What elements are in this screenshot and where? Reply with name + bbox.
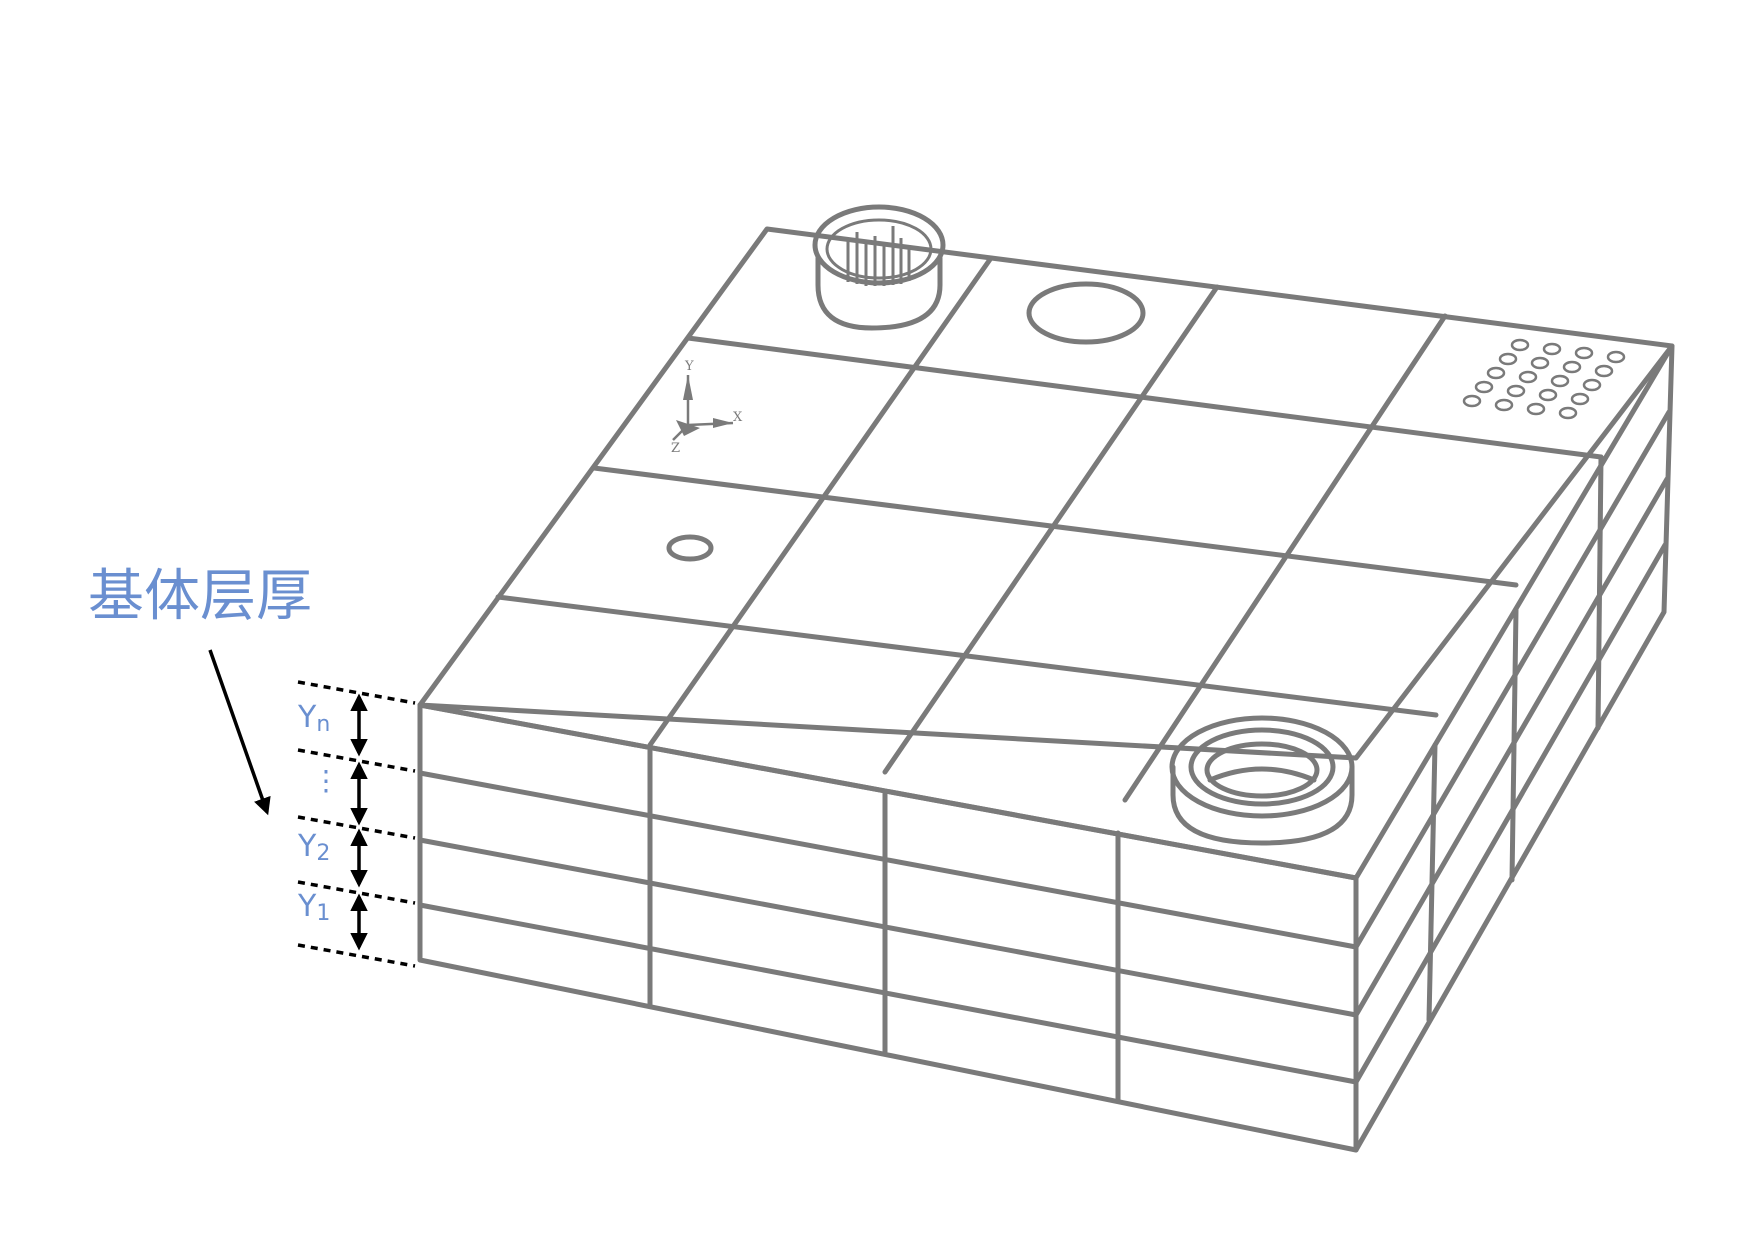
- top-face: [417, 226, 1675, 803]
- small-hole: [666, 534, 714, 562]
- layer-label-2: Y2: [297, 829, 330, 866]
- ring-boss: [1169, 715, 1355, 846]
- coordinate-triad-icon: Y X Z: [671, 359, 743, 456]
- right-face: [1353, 343, 1675, 1153]
- axis-label-y: Y: [684, 359, 694, 374]
- circular-port: [1026, 281, 1146, 345]
- layer-thickness-annotation: Yn ⋮ Y2 Y1 基体层厚: [88, 564, 416, 968]
- layer-label-n: Yn: [297, 700, 330, 737]
- hole-array: [1462, 338, 1626, 420]
- layer-label-ellipsis: ⋮: [312, 764, 340, 797]
- layer-label-1: Y1: [297, 889, 330, 926]
- connector-feature: [812, 204, 946, 331]
- axis-label-x: X: [733, 410, 743, 425]
- substrate-thickness-title: 基体层厚: [88, 564, 312, 629]
- axis-label-z: Z: [671, 441, 680, 456]
